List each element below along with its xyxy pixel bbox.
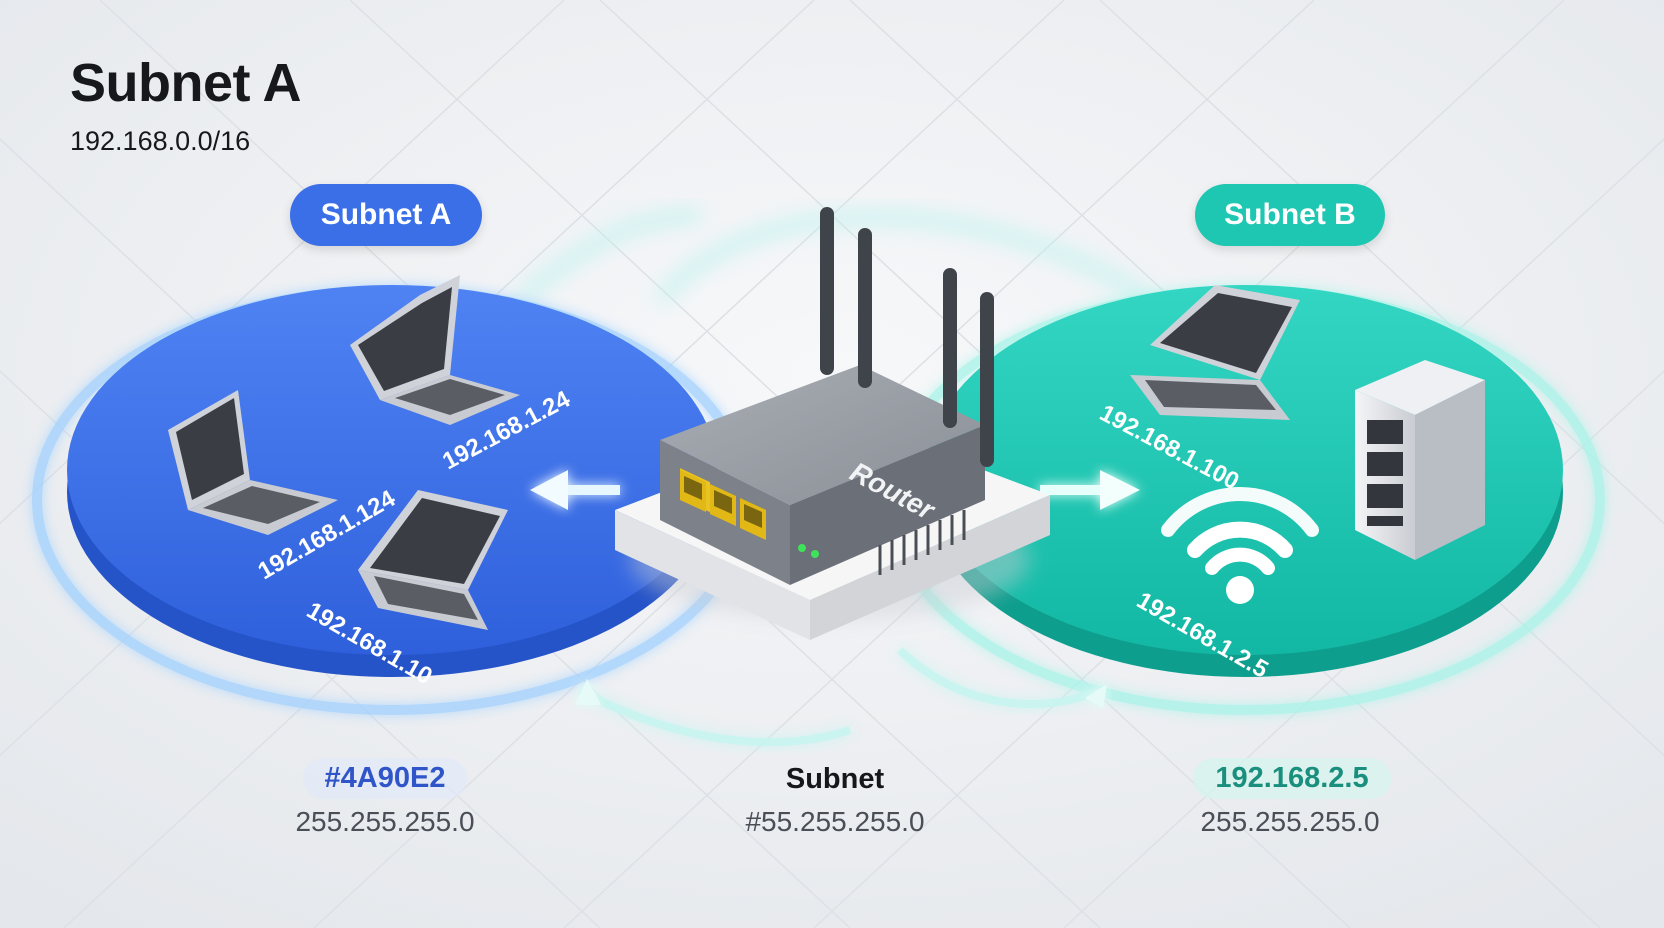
arrow-icon [575, 679, 601, 705]
subnet-b-badge: Subnet B [1195, 184, 1385, 246]
server-icon [1355, 360, 1485, 560]
arrow-icon [530, 470, 620, 510]
laptop-icon [1130, 285, 1300, 420]
arrow-icon [1040, 470, 1140, 510]
connection-glow [515, 208, 1154, 306]
loop-arc-left [578, 686, 852, 747]
wifi-icon [1161, 487, 1319, 604]
subnet-a-caption: #4A90E2 [290, 758, 480, 799]
subnet-b-caption: 192.168.2.5 [1178, 758, 1406, 799]
subnet-b-mask: 255.255.255.0 [1200, 806, 1380, 837]
subnet-a-mask: 255.255.255.0 [295, 806, 475, 837]
arrow-icon [1085, 684, 1107, 708]
page-title: Subnet A [70, 53, 301, 113]
laptop-icon [168, 390, 338, 535]
center-caption-mask: #55.255.255.0 [745, 806, 925, 837]
subnet-b-ip: 192.168.2.5 [1193, 758, 1391, 799]
center-caption-title: Subnet [785, 763, 885, 795]
router-icon [615, 207, 1050, 640]
loop-arc-right [897, 647, 1102, 709]
laptop-icon [350, 275, 520, 425]
subnet-a-badge: Subnet A [290, 184, 482, 246]
laptop-icon [358, 490, 508, 630]
page-subtitle: 192.168.0.0/16 [70, 126, 251, 156]
subnet-a-color-code: #4A90E2 [302, 758, 468, 799]
